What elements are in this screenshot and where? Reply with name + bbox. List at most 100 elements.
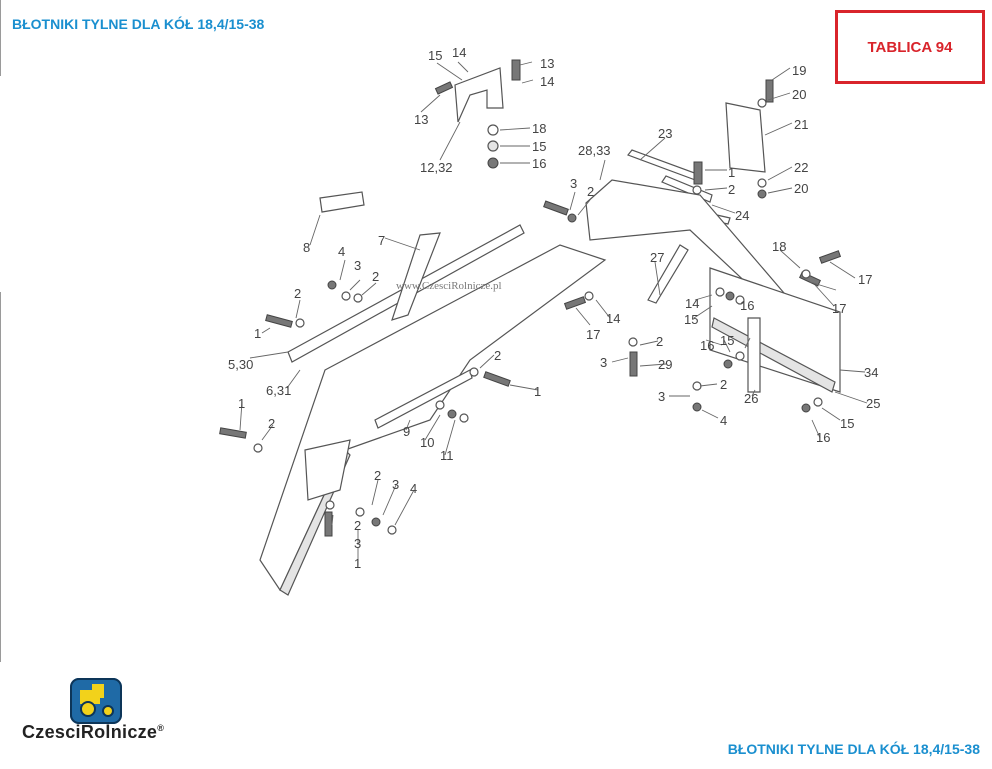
leader-line	[331, 479, 415, 565]
left-edge-divider	[0, 0, 1, 76]
callout-number: 16	[816, 430, 830, 445]
washer	[435, 400, 445, 410]
nut	[725, 291, 735, 301]
washer	[353, 293, 363, 303]
callout-number: 27	[650, 250, 664, 265]
washer	[487, 140, 499, 152]
callout-number: 1	[728, 165, 735, 180]
brand-logo[interactable]: CzesciRolnicze®	[22, 678, 192, 748]
leader-line	[611, 337, 756, 419]
side-mounting-plate	[725, 102, 766, 173]
washer	[459, 413, 469, 423]
bolt	[563, 296, 587, 310]
callout-number: 4	[410, 481, 417, 496]
registered-mark: ®	[157, 723, 165, 733]
washer	[584, 291, 594, 301]
callout-number: 11	[440, 448, 454, 463]
washer	[295, 318, 305, 328]
callout-number: 21	[794, 117, 808, 132]
washer	[735, 295, 745, 305]
vertical-bracket	[391, 232, 441, 321]
callout-number: 16	[532, 156, 546, 171]
callout-number: 4	[338, 244, 345, 259]
callout-number: 13	[540, 56, 554, 71]
callout-number: 16	[700, 338, 714, 353]
callout-number: 19	[792, 63, 806, 78]
bolt	[434, 81, 454, 95]
washer	[757, 98, 767, 108]
callout-number: 14	[606, 311, 620, 326]
nut	[692, 402, 702, 412]
nut	[447, 409, 457, 419]
washer	[801, 269, 811, 279]
callout-number: 16	[740, 298, 754, 313]
callout-number: 28,33	[578, 143, 611, 158]
left-edge-divider	[0, 292, 1, 662]
callout-number: 2	[656, 334, 663, 349]
callout-number: 10	[420, 435, 434, 450]
callout-number: 15	[684, 312, 698, 327]
bracket-26	[747, 317, 761, 393]
bolt	[693, 161, 703, 185]
diagonal-strut	[647, 244, 689, 304]
callout-number: 17	[858, 272, 872, 287]
callout-number: 34	[864, 365, 878, 380]
callout-number: 3	[354, 258, 361, 273]
callout-number: 15	[840, 416, 854, 431]
fender-end-plate	[304, 439, 351, 501]
clamp-piece	[319, 191, 365, 213]
washer	[735, 351, 745, 361]
main-fender-panel	[259, 244, 607, 592]
callout-number: 18	[772, 239, 786, 254]
leader-line	[569, 137, 736, 216]
bolt	[324, 511, 333, 537]
logo-name: CzesciRolnicze	[22, 722, 158, 742]
washer	[487, 124, 499, 136]
callout-number: 24	[735, 208, 749, 223]
leader-line	[764, 67, 793, 194]
washer	[355, 507, 365, 517]
washer	[341, 291, 351, 301]
leader-line	[575, 249, 856, 326]
washer	[469, 367, 479, 377]
plate-number-label: TABLICA 94	[867, 38, 953, 56]
callout-number: 22	[794, 160, 808, 175]
callout-number: 1	[354, 556, 361, 571]
bolt	[483, 371, 511, 387]
washer	[253, 443, 263, 453]
leader-line	[420, 61, 534, 164]
support-strap	[627, 149, 701, 182]
callout-number: 2	[372, 269, 379, 284]
bolt	[511, 59, 521, 81]
plate-number-box: TABLICA 94	[835, 10, 985, 84]
washer	[325, 500, 335, 510]
callout-number: 14	[685, 296, 699, 311]
callout-number: 18	[532, 121, 546, 136]
leader-line	[811, 369, 868, 439]
callout-number: 1	[254, 326, 261, 341]
washer	[692, 381, 702, 391]
bolt	[543, 200, 569, 216]
callout-number: 29	[658, 357, 672, 372]
callout-number: 3	[600, 355, 607, 370]
nut	[327, 280, 337, 290]
callout-number: 13	[414, 112, 428, 127]
callout-number: 3	[392, 477, 399, 492]
logo-wordmark: CzesciRolnicze®	[22, 722, 164, 743]
nut	[757, 189, 767, 199]
callout-number: 20	[794, 181, 808, 196]
callout-number: 15	[720, 333, 734, 348]
leader-line	[239, 354, 539, 456]
callout-number: 2	[294, 286, 301, 301]
callout-number: 25	[866, 396, 880, 411]
washer	[813, 397, 823, 407]
callout-number: 7	[378, 233, 385, 248]
bolt	[219, 427, 247, 439]
callout-number: 2	[354, 518, 361, 533]
washer	[387, 525, 397, 535]
upper-mounting-bracket	[454, 67, 504, 123]
bolt	[629, 351, 638, 377]
callout-number: 3	[570, 176, 577, 191]
nut	[567, 213, 577, 223]
